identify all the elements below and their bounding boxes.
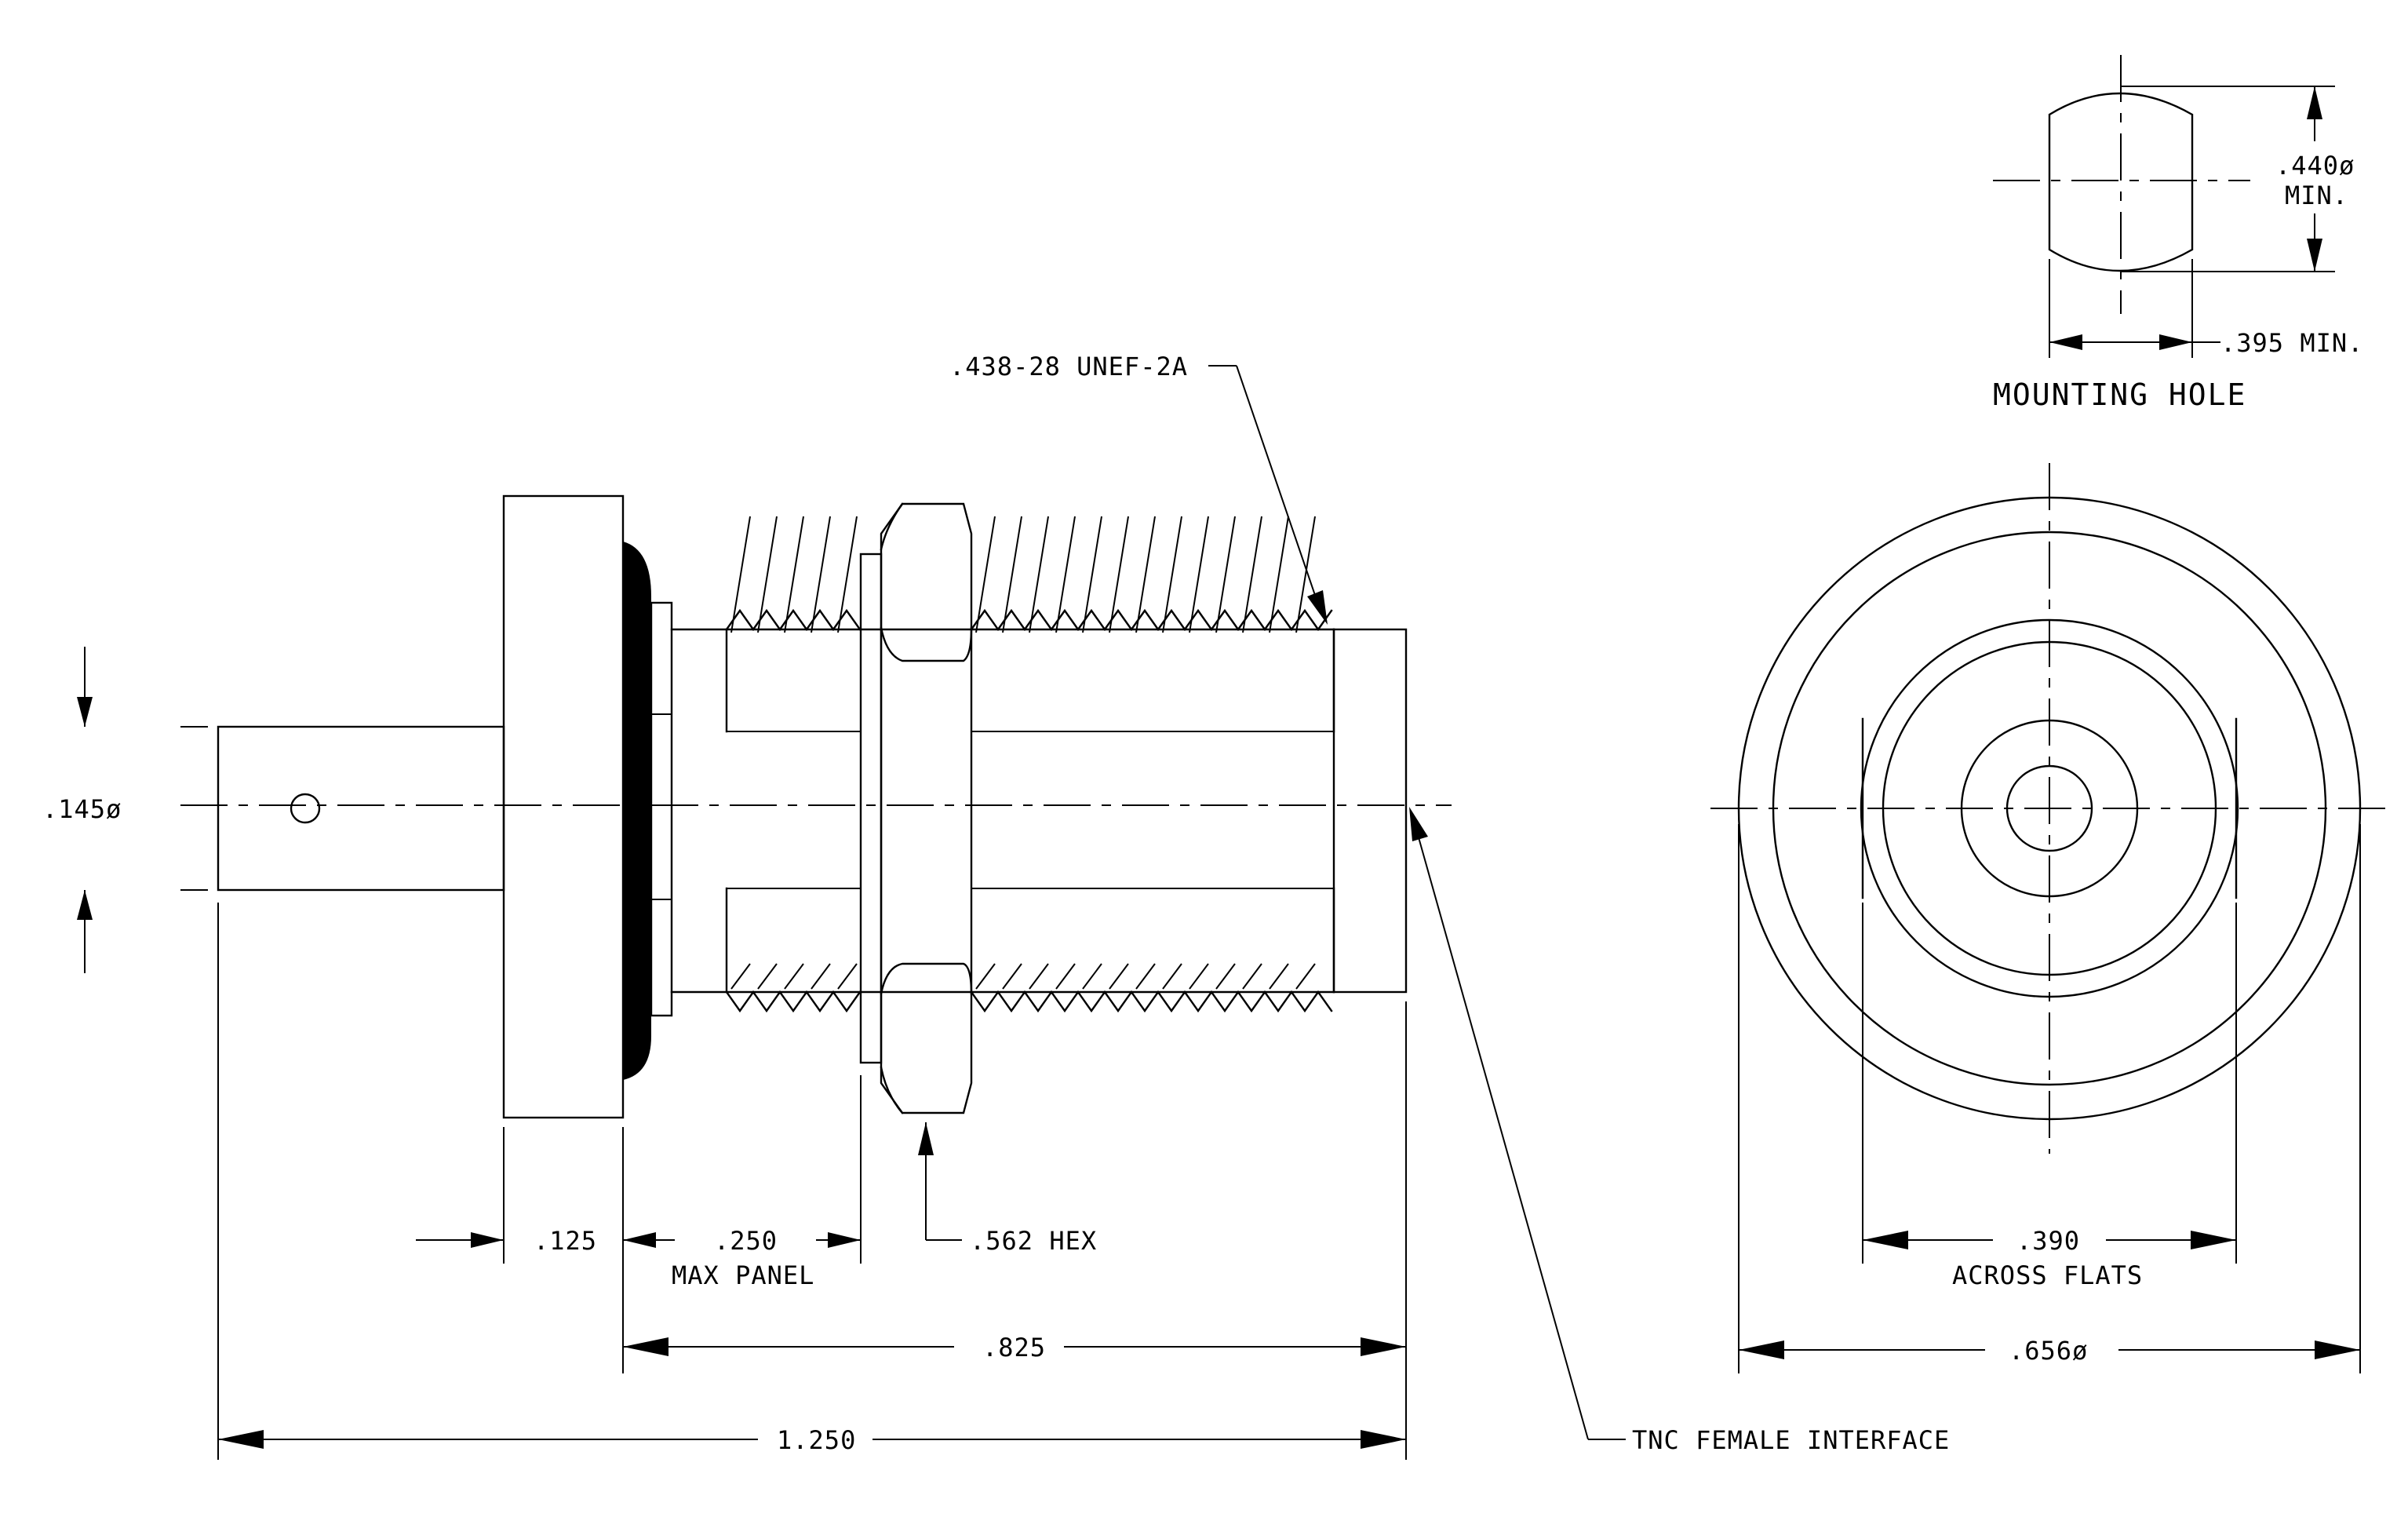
dim-825-arrow-right (1361, 1337, 1406, 1356)
dia656-arrow-right (2315, 1340, 2360, 1359)
dim-250-label: .250 (714, 1226, 778, 1256)
dim-145-arrow-top (77, 697, 93, 727)
thread-flank (837, 963, 858, 990)
hole-dia-min-label: MIN. (2285, 181, 2348, 210)
threads (725, 516, 1335, 1013)
thread-flank (1189, 516, 1209, 633)
thread-flank (1109, 963, 1129, 990)
hex-nut-face-top (880, 626, 973, 662)
flats-text-label: ACROSS FLATS (1952, 1260, 2143, 1290)
thread-flank (1242, 963, 1262, 990)
shoulder (650, 601, 673, 1017)
thread-leader (1236, 365, 1319, 605)
thread-flank (1109, 516, 1129, 633)
thread-flank (1002, 963, 1022, 990)
flats-arrow-right (2191, 1231, 2236, 1249)
thread-flank (730, 516, 751, 633)
thread-leader-arrow (1307, 590, 1328, 625)
thread-flank (1162, 963, 1182, 990)
thread-flank (1189, 963, 1209, 990)
thread-callout: .438-28 UNEF-2A (949, 352, 1188, 381)
hex-nut (880, 502, 973, 1114)
interface-leader-arrow (1409, 807, 1428, 841)
thread-flank (837, 516, 858, 633)
side-view (180, 494, 1452, 1119)
flats-label: .390 (2016, 1226, 2080, 1256)
dim-125-arrow-right (623, 1232, 656, 1248)
thread-flank (1215, 963, 1236, 990)
dim-1250-arrow-left (218, 1430, 264, 1449)
dim-125-arrow-left (471, 1232, 504, 1248)
dia656-arrow-left (1739, 1340, 1784, 1359)
rear-body (217, 725, 505, 892)
gasket (623, 542, 651, 1080)
interface-sleeve (1332, 628, 1408, 994)
hole-flat-arrow-left (2049, 334, 2082, 350)
dim-1250-arrow-right (1361, 1430, 1406, 1449)
dim-125-label: .125 (534, 1226, 597, 1256)
thread-flank (1082, 516, 1102, 633)
dim-1250-label: 1.250 (777, 1425, 856, 1455)
thread-flank (1135, 963, 1156, 990)
thread-flank (1029, 516, 1049, 633)
dim-250-arrow (828, 1232, 861, 1248)
thread-flank (975, 516, 996, 633)
thread-flank (1215, 516, 1236, 633)
thread-flank (1055, 963, 1076, 990)
mounting-hole-outline (2048, 92, 2194, 272)
thread-flank (1029, 963, 1049, 990)
solder-hole (290, 793, 321, 824)
thread-flank (784, 963, 804, 990)
dim-145-label: .145ø (42, 794, 122, 824)
thread-profile (970, 990, 1333, 1013)
flats-arrow-left (1863, 1231, 1908, 1249)
dim-250-panel-label: MAX PANEL (672, 1260, 814, 1290)
hex-label: .562 HEX (970, 1226, 1097, 1256)
thread-flank (1269, 516, 1289, 633)
thread-flank (1269, 963, 1289, 990)
interface-label: TNC FEMALE INTERFACE (1632, 1425, 1950, 1455)
thread-flank (1002, 516, 1022, 633)
hex-nut-face-b (880, 1066, 904, 1114)
hex-nut-face-mid (880, 962, 973, 995)
hex-leader-arrow (918, 1122, 934, 1155)
hex-nut-face-a (880, 502, 904, 551)
hole-dim-arrow-bottom (2307, 239, 2322, 272)
front-view: .390 ACROSS FLATS .656ø (1710, 463, 2385, 1373)
thread-flank (1295, 516, 1316, 633)
dim-825-label: .825 (982, 1333, 1046, 1362)
hole-dim-arrow-top (2307, 86, 2322, 119)
thread-flank (1135, 516, 1156, 633)
thread-flank (1242, 516, 1262, 633)
thread-profile (725, 608, 862, 632)
thread-flank (1055, 516, 1076, 633)
side-dimensions: .145ø .438-28 UNEF-2A .125 .250 MAX PANE… (42, 352, 1950, 1460)
flange (502, 494, 625, 1119)
thread-flank (757, 516, 778, 633)
dim-145-arrow-bottom (77, 890, 93, 920)
hole-dia-label: .440ø (2275, 151, 2355, 181)
thread-flank (1162, 516, 1182, 633)
thread-flank (1082, 963, 1102, 990)
hole-flat-arrow-right (2159, 334, 2192, 350)
thread-profile (725, 990, 862, 1013)
thread-flank (811, 963, 831, 990)
thread-flank (784, 516, 804, 633)
dim-825-arrow-left (623, 1337, 668, 1356)
hole-flat-label: .395 MIN. (2220, 328, 2363, 358)
thread-flank (757, 963, 778, 990)
mounting-hole-title: MOUNTING HOLE (1993, 378, 2246, 412)
thread-flank (975, 963, 996, 990)
thread-flank (811, 516, 831, 633)
dia656-label: .656ø (2009, 1336, 2088, 1366)
thread-flank (730, 963, 751, 990)
interface-leader (1416, 831, 1589, 1440)
mounting-hole-view: .440ø MIN. .395 MIN. MOUNTING HOLE (1993, 55, 2363, 412)
thread-flank (1295, 963, 1316, 990)
thread-profile (970, 608, 1333, 632)
